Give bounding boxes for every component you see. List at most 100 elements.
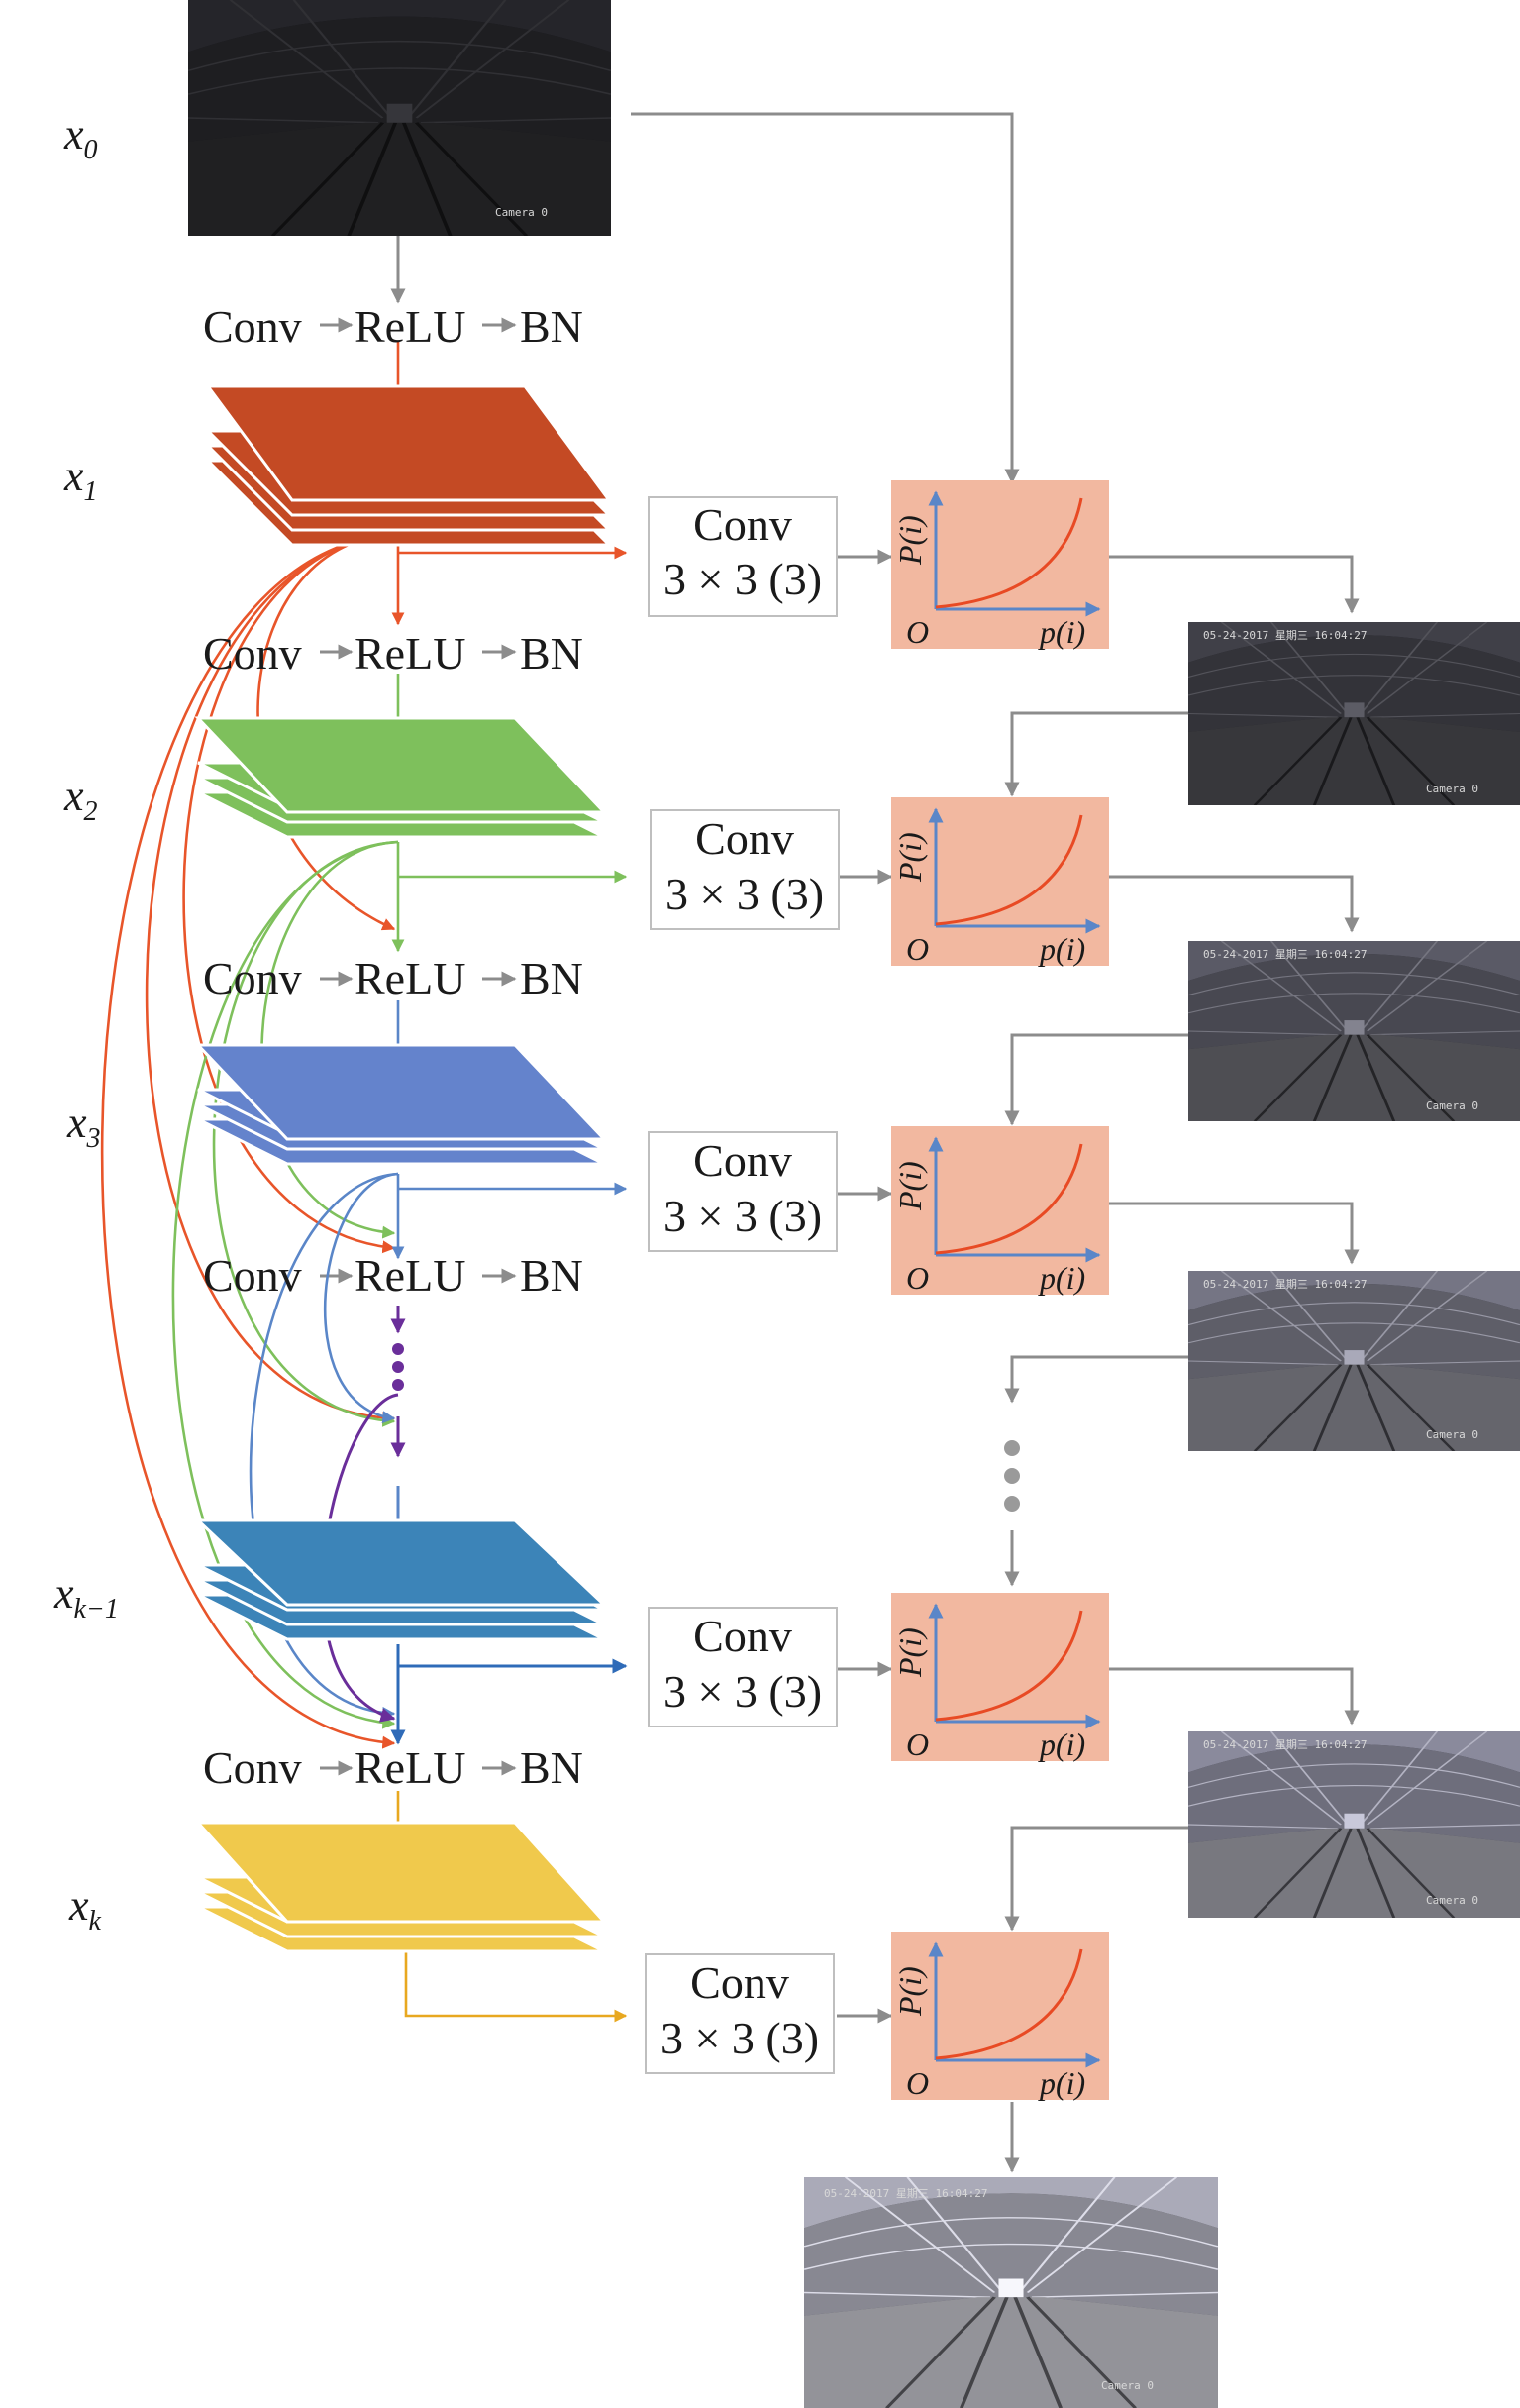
camera-caption: Camera 0 bbox=[1426, 1894, 1478, 1907]
enhanced-camera-image: 05-24-2017 星期三 16:04:27 Camera 0 bbox=[1188, 1731, 1520, 1918]
relu-op-label: ReLU bbox=[355, 301, 465, 352]
conv-box-kernel: 3 × 3 (3) bbox=[663, 1666, 822, 1717]
enhanced-camera-image: 05-24-2017 星期三 16:04:27 Camera 0 bbox=[1188, 1271, 1520, 1451]
camera-caption: Camera 0 bbox=[1426, 1428, 1478, 1441]
camera-timestamp: 05-24-2017 星期三 16:04:27 bbox=[1203, 629, 1367, 642]
ellipsis-dot bbox=[1004, 1440, 1020, 1456]
relu-op-label: ReLU bbox=[355, 1742, 465, 1793]
x-axis-label: p(i) bbox=[1038, 2065, 1085, 2101]
conv-box-kernel: 3 × 3 (3) bbox=[663, 554, 822, 604]
conv-box-title: Conv bbox=[693, 1611, 792, 1661]
gamma-curve bbox=[935, 1948, 1083, 2060]
intensity-curve-panel: P(i) p(i) O bbox=[891, 797, 1109, 967]
conv-box-title: Conv bbox=[690, 1957, 789, 2008]
conv-box-title: Conv bbox=[693, 1135, 792, 1186]
conv-relu-bn-row: Conv ReLU BN bbox=[203, 1742, 583, 1793]
ellipsis-dot bbox=[1004, 1468, 1020, 1484]
feature-map-x3 bbox=[194, 1043, 608, 1166]
y-axis-label: P(i) bbox=[892, 1627, 928, 1678]
camera-timestamp: 05-24-2017 星期三 16:04:27 bbox=[1203, 1278, 1367, 1291]
conv-op-label: Conv bbox=[203, 1742, 302, 1793]
gamma-curve bbox=[935, 1610, 1083, 1722]
conv-op-label: Conv bbox=[203, 301, 302, 352]
conv-3x3-box: Conv 3 × 3 (3) bbox=[645, 1953, 835, 2074]
x-axis-label: p(i) bbox=[1038, 1260, 1085, 1296]
conv-box-kernel: 3 × 3 (3) bbox=[660, 2013, 819, 2063]
conv-3x3-box: Conv 3 × 3 (3) bbox=[648, 1131, 838, 1252]
conv-3x3-box: Conv 3 × 3 (3) bbox=[648, 496, 838, 617]
camera-timestamp: 05-24-2017 星期三 16:04:27 bbox=[1203, 948, 1367, 961]
curve-panel-background bbox=[891, 1126, 1109, 1295]
camera-caption: Camera 0 bbox=[1101, 2379, 1154, 2392]
relu-op-label: ReLU bbox=[355, 1250, 465, 1301]
conv-relu-bn-row: Conv ReLU BN bbox=[203, 301, 583, 352]
camera-timestamp: 05-24-2017 星期三 16:04:27 bbox=[1203, 1738, 1367, 1751]
feature-map-xk bbox=[194, 1821, 608, 1953]
gamma-curve bbox=[935, 497, 1083, 609]
ellipsis-dot bbox=[392, 1361, 404, 1373]
camera-timestamp: 05-24-2017 星期三 16:04:27 bbox=[824, 2187, 987, 2200]
x-axis-label: p(i) bbox=[1038, 614, 1085, 650]
y-axis-label: P(i) bbox=[892, 1966, 928, 2017]
label-x3: x3 bbox=[66, 1099, 101, 1154]
gamma-curve bbox=[935, 814, 1083, 926]
y-axis-label: P(i) bbox=[892, 1161, 928, 1211]
x-axis-label: p(i) bbox=[1038, 931, 1085, 967]
y-axis-label: P(i) bbox=[892, 515, 928, 566]
output-camera-image: 05-24-2017 星期三 16:04:27 Camera 0 bbox=[804, 2177, 1218, 2408]
conv-box-title: Conv bbox=[695, 813, 794, 864]
intensity-curve-panel: P(i) p(i) O bbox=[891, 1593, 1109, 1762]
ellipsis-dot bbox=[1004, 1496, 1020, 1512]
feature-map-xk-minus-1 bbox=[194, 1518, 608, 1641]
conv-relu-bn-row: Conv ReLU BN bbox=[203, 628, 583, 679]
label-x0: x0 bbox=[63, 110, 98, 165]
y-axis-label: P(i) bbox=[892, 832, 928, 883]
conv-box-kernel: 3 × 3 (3) bbox=[663, 1191, 822, 1241]
intensity-curve-panel: P(i) p(i) O bbox=[891, 1126, 1109, 1296]
bn-op-label: BN bbox=[520, 628, 583, 679]
conv-box-title: Conv bbox=[693, 499, 792, 550]
curve-panel-background bbox=[891, 480, 1109, 649]
camera-caption: Camera 0 bbox=[495, 206, 548, 219]
conv-relu-bn-row: Conv ReLU BN bbox=[203, 1250, 583, 1301]
enhanced-camera-image: 05-24-2017 星期三 16:04:27 Camera 0 bbox=[1188, 622, 1520, 805]
conv-op-label: Conv bbox=[203, 628, 302, 679]
conv-box-kernel: 3 × 3 (3) bbox=[665, 869, 824, 919]
camera-caption: Camera 0 bbox=[1426, 1099, 1478, 1112]
enhanced-camera-image: 05-24-2017 星期三 16:04:27 Camera 0 bbox=[1188, 941, 1520, 1121]
bn-op-label: BN bbox=[520, 953, 583, 1003]
conv-relu-bn-row: Conv ReLU BN bbox=[203, 953, 583, 1003]
curve-panel-background bbox=[891, 1932, 1109, 2100]
x-axis-label: p(i) bbox=[1038, 1727, 1085, 1762]
curve-panel-background bbox=[891, 1593, 1109, 1761]
label-xk-minus-1: xk−1 bbox=[53, 1569, 119, 1624]
conv-op-label: Conv bbox=[203, 953, 302, 1003]
origin-label: O bbox=[906, 1727, 929, 1762]
label-x2: x2 bbox=[63, 772, 98, 827]
camera-caption: Camera 0 bbox=[1426, 783, 1478, 795]
curve-panel-background bbox=[891, 797, 1109, 966]
input-camera-image: Camera 0 bbox=[188, 0, 611, 236]
bn-op-label: BN bbox=[520, 1250, 583, 1301]
intensity-curve-panel: P(i) p(i) O bbox=[891, 480, 1109, 650]
origin-label: O bbox=[906, 614, 929, 650]
feature-map-x2 bbox=[194, 716, 608, 839]
gamma-curve bbox=[935, 1143, 1083, 1255]
label-x1: x1 bbox=[63, 452, 98, 507]
origin-label: O bbox=[906, 1260, 929, 1296]
variable-labels: x0 x1 x2 x3 xk−1 xk bbox=[53, 110, 119, 1937]
ellipsis-dot bbox=[392, 1379, 404, 1391]
conv-3x3-box: Conv 3 × 3 (3) bbox=[648, 1607, 838, 1727]
bn-op-label: BN bbox=[520, 1742, 583, 1793]
origin-label: O bbox=[906, 931, 929, 967]
conv-op-label: Conv bbox=[203, 1250, 302, 1301]
origin-label: O bbox=[906, 2065, 929, 2101]
intensity-curve-panel: P(i) p(i) O bbox=[891, 1932, 1109, 2101]
ellipsis-dot bbox=[392, 1343, 404, 1355]
feature-map-x1 bbox=[204, 384, 613, 547]
relu-op-label: ReLU bbox=[355, 953, 465, 1003]
label-xk: xk bbox=[68, 1881, 102, 1937]
relu-op-label: ReLU bbox=[355, 628, 465, 679]
bn-op-label: BN bbox=[520, 301, 583, 352]
